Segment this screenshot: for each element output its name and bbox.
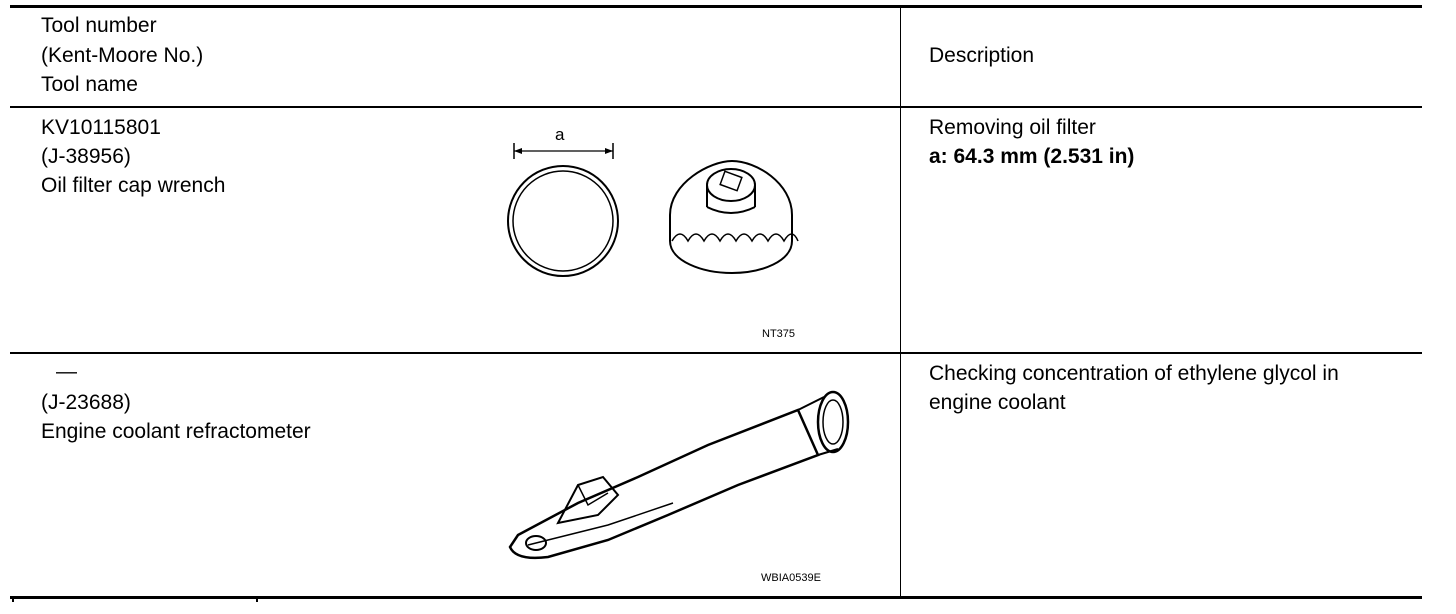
- header-tool-name: Tool name: [41, 73, 138, 96]
- row2-description-line1: Checking concentration of ethylene glyco…: [929, 362, 1339, 385]
- row1-tool-number: KV10115801: [41, 116, 161, 139]
- row2-tool-number: —: [56, 360, 77, 383]
- row1-description: Removing oil filter: [929, 116, 1096, 139]
- table-bottom-rule: [10, 596, 1422, 599]
- engine-coolant-refractometer-illustration: [508, 390, 850, 560]
- row1-tool-name: Oil filter cap wrench: [41, 174, 226, 197]
- row2-kent-moore: (J-23688): [41, 391, 131, 414]
- header-description: Description: [929, 44, 1035, 67]
- row-divider: [10, 352, 1422, 354]
- oil-filter-cap-wrench-illustration: [507, 143, 799, 277]
- row1-dimension-spec: a: 64.3 mm (2.531 in): [929, 145, 1135, 168]
- header-kent-moore: (Kent-Moore No.): [41, 44, 204, 67]
- table-top-rule: [10, 5, 1422, 8]
- page-tick-mark: [12, 596, 14, 602]
- column-divider: [900, 5, 901, 599]
- row2-description-line2: engine coolant: [929, 391, 1066, 414]
- header-tool-number: Tool number: [41, 14, 157, 37]
- row2-tool-name: Engine coolant refractometer: [41, 420, 311, 443]
- row2-figure-code: WBIA0539E: [761, 572, 821, 584]
- special-service-tools-table: Tool number (Kent-Moore No.) Tool name D…: [10, 5, 1422, 599]
- row1-dimension-label: a: [555, 125, 565, 144]
- header-bottom-rule: [10, 106, 1422, 108]
- page-tick-mark: [256, 596, 258, 602]
- row1-figure-code: NT375: [762, 328, 796, 340]
- row1-kent-moore: (J-38956): [41, 145, 131, 168]
